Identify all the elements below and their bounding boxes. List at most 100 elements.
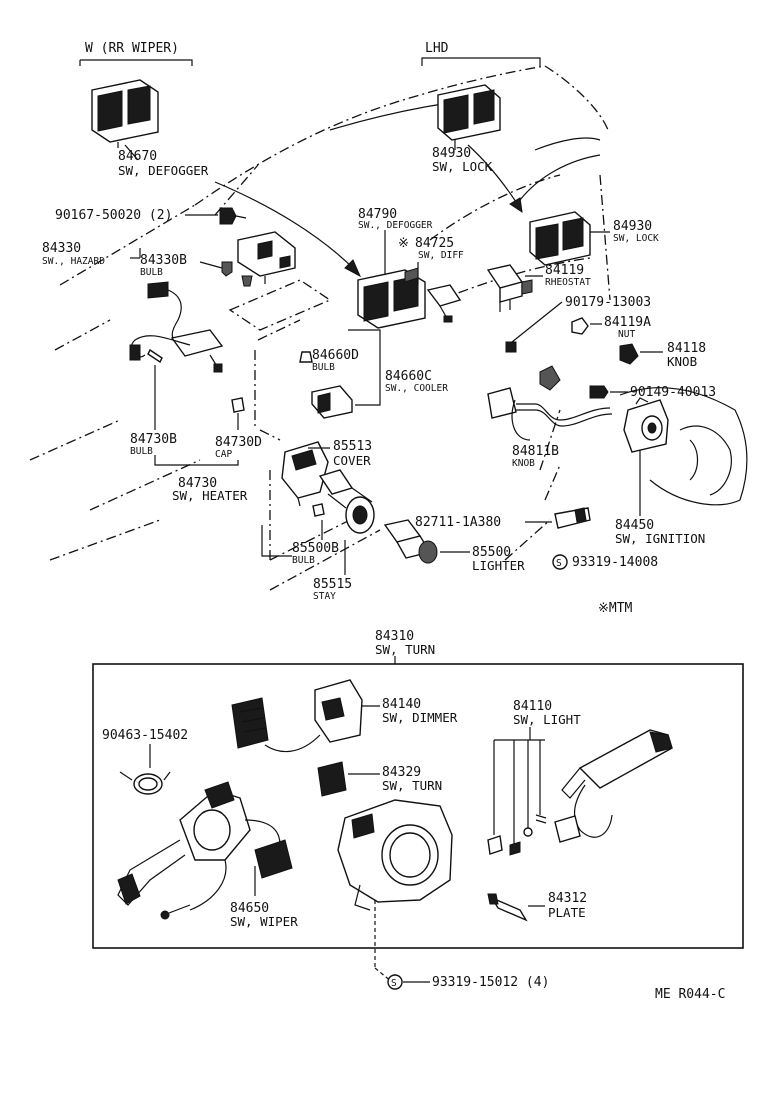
screw-90149-drawing	[589, 385, 609, 399]
switch-84670-drawing	[91, 79, 159, 148]
bulb-85500b-drawing	[312, 503, 325, 517]
bracket-84730	[154, 455, 239, 466]
part-name-84110: SW, LIGHT	[513, 712, 581, 727]
s-mark-icon-2	[387, 974, 403, 990]
part-number-84450: 84450	[615, 518, 654, 533]
bulb-84730b-drawing	[147, 348, 163, 364]
part-number-84330: 84330	[42, 241, 81, 256]
switch-84790-drawing	[357, 267, 426, 329]
part-name-85500b: BULB	[292, 555, 315, 566]
dimmer-switch-drawing	[231, 679, 363, 753]
part-name-84450: SW, IGNITION	[615, 531, 705, 546]
wiper-switch-drawing	[117, 781, 293, 920]
part-number-84330b: 84330B	[140, 253, 187, 268]
switch-84725-drawing	[426, 284, 462, 323]
clamp-90463-drawing	[119, 771, 171, 795]
part-number-85513: 85513	[333, 439, 372, 454]
bulb-84660d-drawing	[299, 351, 313, 363]
part-name-84790: SW., DEFOGGER	[358, 220, 433, 231]
light-switch-stalk-drawing	[554, 729, 673, 843]
part-name-84312: PLATE	[548, 905, 586, 920]
s-mark-icon-1	[552, 554, 568, 570]
part-number-84930-lower: 84930	[613, 219, 652, 234]
nut-84119a-drawing	[571, 317, 589, 335]
hazard-harness-drawing	[129, 281, 224, 373]
turn-84329-drawing	[317, 761, 347, 797]
screw-90167-drawing	[219, 207, 247, 225]
part-name-84730b: BULB	[130, 446, 153, 457]
leader-85515	[321, 520, 346, 575]
s-mark-1: S	[556, 558, 562, 569]
part-number-85500b: 85500B	[292, 541, 339, 556]
lighter-socket-drawing	[318, 469, 375, 534]
switch-body-drawing	[337, 799, 453, 911]
direction-arrows	[214, 144, 523, 278]
part-number-84329: 84329	[382, 765, 421, 780]
part-number-85515: 85515	[313, 577, 352, 592]
switch-84660c-drawing	[311, 385, 353, 419]
part-number-84730d: 84730D	[215, 435, 262, 450]
dashboard-outline	[29, 65, 611, 591]
part-number-84140: 84140	[382, 697, 421, 712]
part-number-84660c: 84660C	[385, 369, 432, 384]
part-name-84119a: NUT	[618, 329, 635, 340]
part-mark-84725: ※	[398, 236, 409, 251]
part-number-90463: 90463-15402	[102, 728, 188, 743]
part-name-84119: RHEOSTAT	[545, 277, 591, 288]
leader-84811b	[511, 399, 531, 441]
part-name-84725: SW, DIFF	[418, 250, 464, 261]
knob-84811b-drawing	[539, 365, 561, 391]
light-switch-fasteners-drawing	[487, 814, 547, 856]
leader-84330b	[199, 261, 223, 269]
part-name-84930-lower: SW, LOCK	[613, 233, 659, 244]
cap-84730d-drawing	[231, 397, 245, 413]
part-number-84310: 84310	[375, 629, 414, 644]
ignition-harness-drawing	[487, 387, 613, 427]
part-name-85515: STAY	[313, 591, 336, 602]
part-number-84730b: 84730B	[130, 432, 177, 447]
part-number-84650: 84650	[230, 901, 269, 916]
part-name-84310: SW, TURN	[375, 642, 435, 657]
part-number-90149: 90149-40013	[630, 385, 716, 400]
steering-column-outline	[619, 387, 748, 506]
part-number-84811b: 84811B	[512, 444, 559, 459]
part-number-84930-top: 84930	[432, 146, 471, 161]
part-number-84118: 84118	[667, 341, 706, 356]
part-number-93319-14008: 93319-14008	[572, 555, 658, 570]
part-number-84312: 84312	[548, 891, 587, 906]
switch-84930-top-drawing	[437, 84, 501, 141]
part-name-84930-top: SW, LOCK	[432, 159, 493, 174]
bracket-84660	[348, 329, 381, 406]
part-name-84730d: CAP	[215, 449, 232, 460]
assembly-box-84310	[92, 663, 744, 949]
part-90179-drawing	[505, 341, 517, 353]
mtm-note: ※MTM	[598, 601, 633, 616]
part-82711-drawing	[554, 507, 591, 529]
header-lhd: LHD	[421, 41, 541, 66]
part-number-84660d: 84660D	[312, 348, 359, 363]
cover-85513-drawing	[281, 441, 329, 507]
ignition-switch-drawing	[623, 397, 669, 453]
part-name-85513: COVER	[333, 453, 371, 468]
part-name-84650: SW, WIPER	[230, 914, 298, 929]
part-name-85500: LIGHTER	[472, 558, 525, 573]
part-name-84140: SW, DIMMER	[382, 710, 458, 725]
part-number-84670: 84670	[118, 149, 157, 164]
drawing-code: ME R044-C	[655, 987, 725, 1002]
lighter-85500-drawing	[383, 519, 438, 564]
part-number-85500: 85500	[472, 545, 511, 560]
part-name-84670: SW, DEFOGGER	[118, 163, 209, 178]
part-name-84811b: KNOB	[512, 458, 535, 469]
leader-93319-15012	[374, 900, 393, 983]
rheostat-drawing	[486, 264, 533, 312]
leader-84110	[493, 727, 545, 848]
plate-84312-drawing	[487, 893, 528, 922]
part-name-84329: SW, TURN	[382, 778, 442, 793]
part-name-84660d: BULB	[312, 362, 335, 373]
bracket-85500b	[261, 525, 292, 557]
part-number-84119a: 84119A	[604, 315, 651, 330]
part-name-84730: SW, HEATER	[172, 488, 248, 503]
leader-90179	[511, 301, 563, 343]
